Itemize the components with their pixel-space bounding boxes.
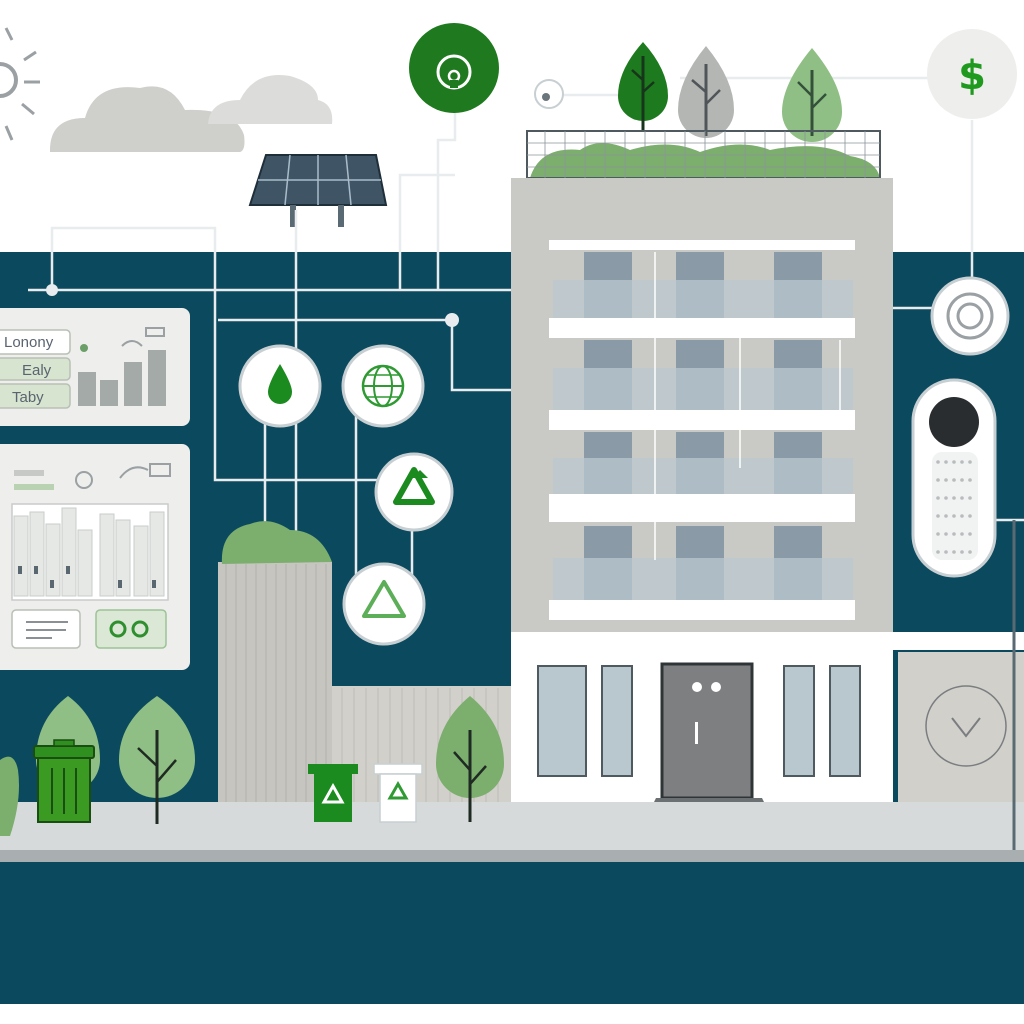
sun-icon: [0, 27, 40, 141]
side-annex: [893, 632, 1024, 802]
recycle-icon: [374, 452, 454, 532]
recycle-bin-icon: [308, 764, 358, 822]
tree-icon: [678, 46, 734, 138]
panel-label-3: Taby: [12, 389, 44, 406]
balcony-floor: [549, 252, 855, 338]
bottom-margin: [0, 1004, 1024, 1024]
dashboard-panel-top: Lonony Ealy Taby: [0, 308, 190, 426]
balcony-floor: [549, 526, 855, 620]
dollar-symbol: $: [958, 53, 986, 99]
recycle-bin-icon: [373, 763, 423, 823]
target-icon: [930, 276, 1010, 356]
sidewalk: [0, 802, 1024, 850]
cloud-icon: [50, 75, 333, 152]
balcony-floor: [549, 432, 855, 522]
tree-icon: [119, 696, 195, 824]
street: [0, 862, 1024, 1004]
shrub: [0, 756, 19, 836]
connector-node: [46, 284, 58, 296]
signal-icon: [409, 23, 499, 113]
panel-label-2: Ealy: [22, 362, 52, 379]
connector-node: [445, 313, 459, 327]
dashboard-panel-bottom: [0, 444, 190, 670]
curb: [0, 850, 1024, 862]
water-drop-icon: [238, 344, 322, 428]
balcony-floor: [549, 340, 855, 430]
tree-icon: [782, 48, 842, 142]
solar-panel-icon: [248, 154, 388, 227]
recycle-icon: [342, 562, 426, 646]
dollar-icon: $: [927, 29, 1017, 119]
smart-speaker-icon: [911, 378, 997, 578]
door-icon[interactable]: [660, 662, 754, 800]
panel-label-1: Lonony: [4, 334, 54, 351]
tree-icon: [436, 696, 504, 822]
small-sensor-icon: [534, 79, 564, 109]
trash-bin-icon: [33, 739, 95, 823]
tree-icon: [618, 42, 668, 132]
globe-icon: [341, 344, 425, 428]
